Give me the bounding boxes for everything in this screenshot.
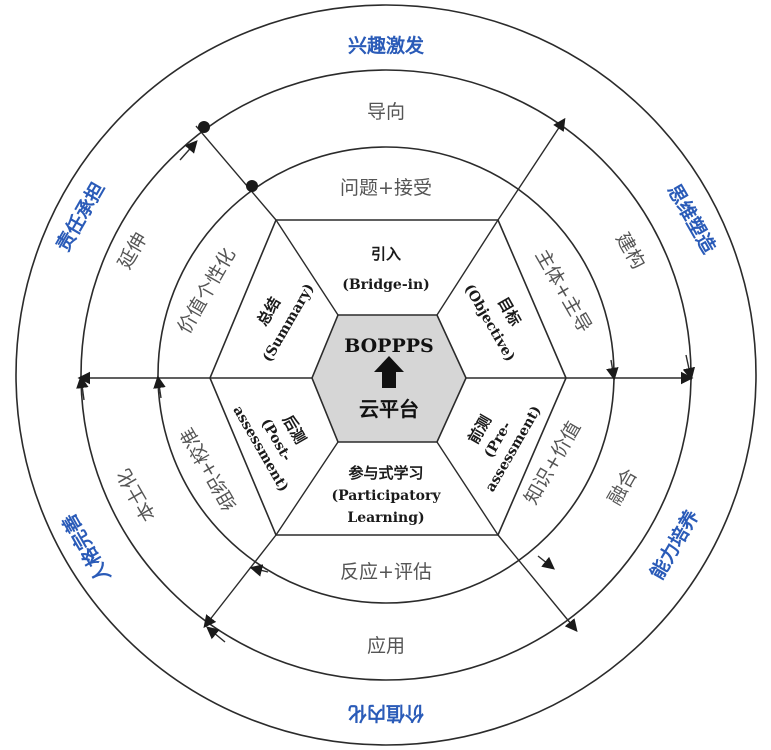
middle-label-lower-right: 融合 — [604, 465, 642, 509]
outer-label-upper-right: 思维塑造 — [663, 180, 721, 258]
middle-label-upper-right: 建构 — [611, 229, 649, 273]
spoke-upper-left — [195, 125, 277, 221]
ring-arrow-left-middle — [76, 375, 89, 401]
node-dot-lower — [246, 180, 258, 192]
core-subtitle: 云平台 — [359, 397, 419, 421]
spoke-upper-right — [497, 117, 566, 221]
outer-label-top: 兴趣激发 — [348, 34, 425, 57]
segment-bridge-in-zh: 引入 — [371, 245, 401, 263]
core-link-top-right — [436, 219, 499, 316]
ring-arrow-middle-right — [682, 354, 696, 381]
core-link-bottom-left — [275, 441, 339, 536]
outer-label-lower-right: 能力培养 — [645, 506, 703, 583]
segment-participatory-en2: Learning) — [347, 510, 424, 526]
segment-bridge-in-en: (Bridge-in) — [342, 277, 430, 293]
ring-arrow-bottom-right-inner — [537, 555, 555, 570]
ring-arrow-top-left-mid — [179, 140, 198, 161]
ring-arrow-left-inner — [153, 375, 166, 399]
core-link-top-left — [275, 219, 339, 316]
inner-label-lower-left: 组织+校准 — [176, 424, 241, 515]
outer-label-upper-left: 责任承担 — [51, 178, 109, 255]
outer-ring — [15, 4, 757, 746]
inner-label-bottom: 反应+评估 — [340, 561, 432, 583]
inner-label-top: 问题+接受 — [340, 177, 432, 199]
ring-arrow-bottom-left-inner — [249, 564, 269, 577]
spoke-lower-left — [203, 534, 277, 628]
segment-participatory-en: (Participatory — [331, 488, 441, 504]
inner-label-upper-left: 价值个性化 — [174, 244, 241, 337]
middle-label-upper-left: 延伸 — [114, 229, 152, 273]
ring-arrow-bottom-left-mid — [206, 626, 226, 643]
spoke-lower-right — [497, 534, 578, 632]
node-dot-upper — [198, 121, 210, 133]
up-arrow-icon — [374, 356, 404, 388]
inner-label-upper-right: 主体+主导 — [531, 246, 596, 337]
core-link-bottom-right — [436, 441, 499, 536]
middle-label-bottom: 应用 — [367, 635, 405, 657]
core-title: BOPPPS — [344, 335, 434, 357]
outer-label-bottom: 价值内化 — [348, 702, 424, 725]
ring-arrow-inner-right — [606, 359, 619, 381]
middle-label-top: 导向 — [367, 101, 405, 123]
segment-participatory-zh: 参与式学习 — [348, 464, 423, 482]
middle-label-lower-left: 本土化 — [113, 465, 161, 525]
outer-label-lower-left: 人格完善 — [57, 510, 115, 587]
